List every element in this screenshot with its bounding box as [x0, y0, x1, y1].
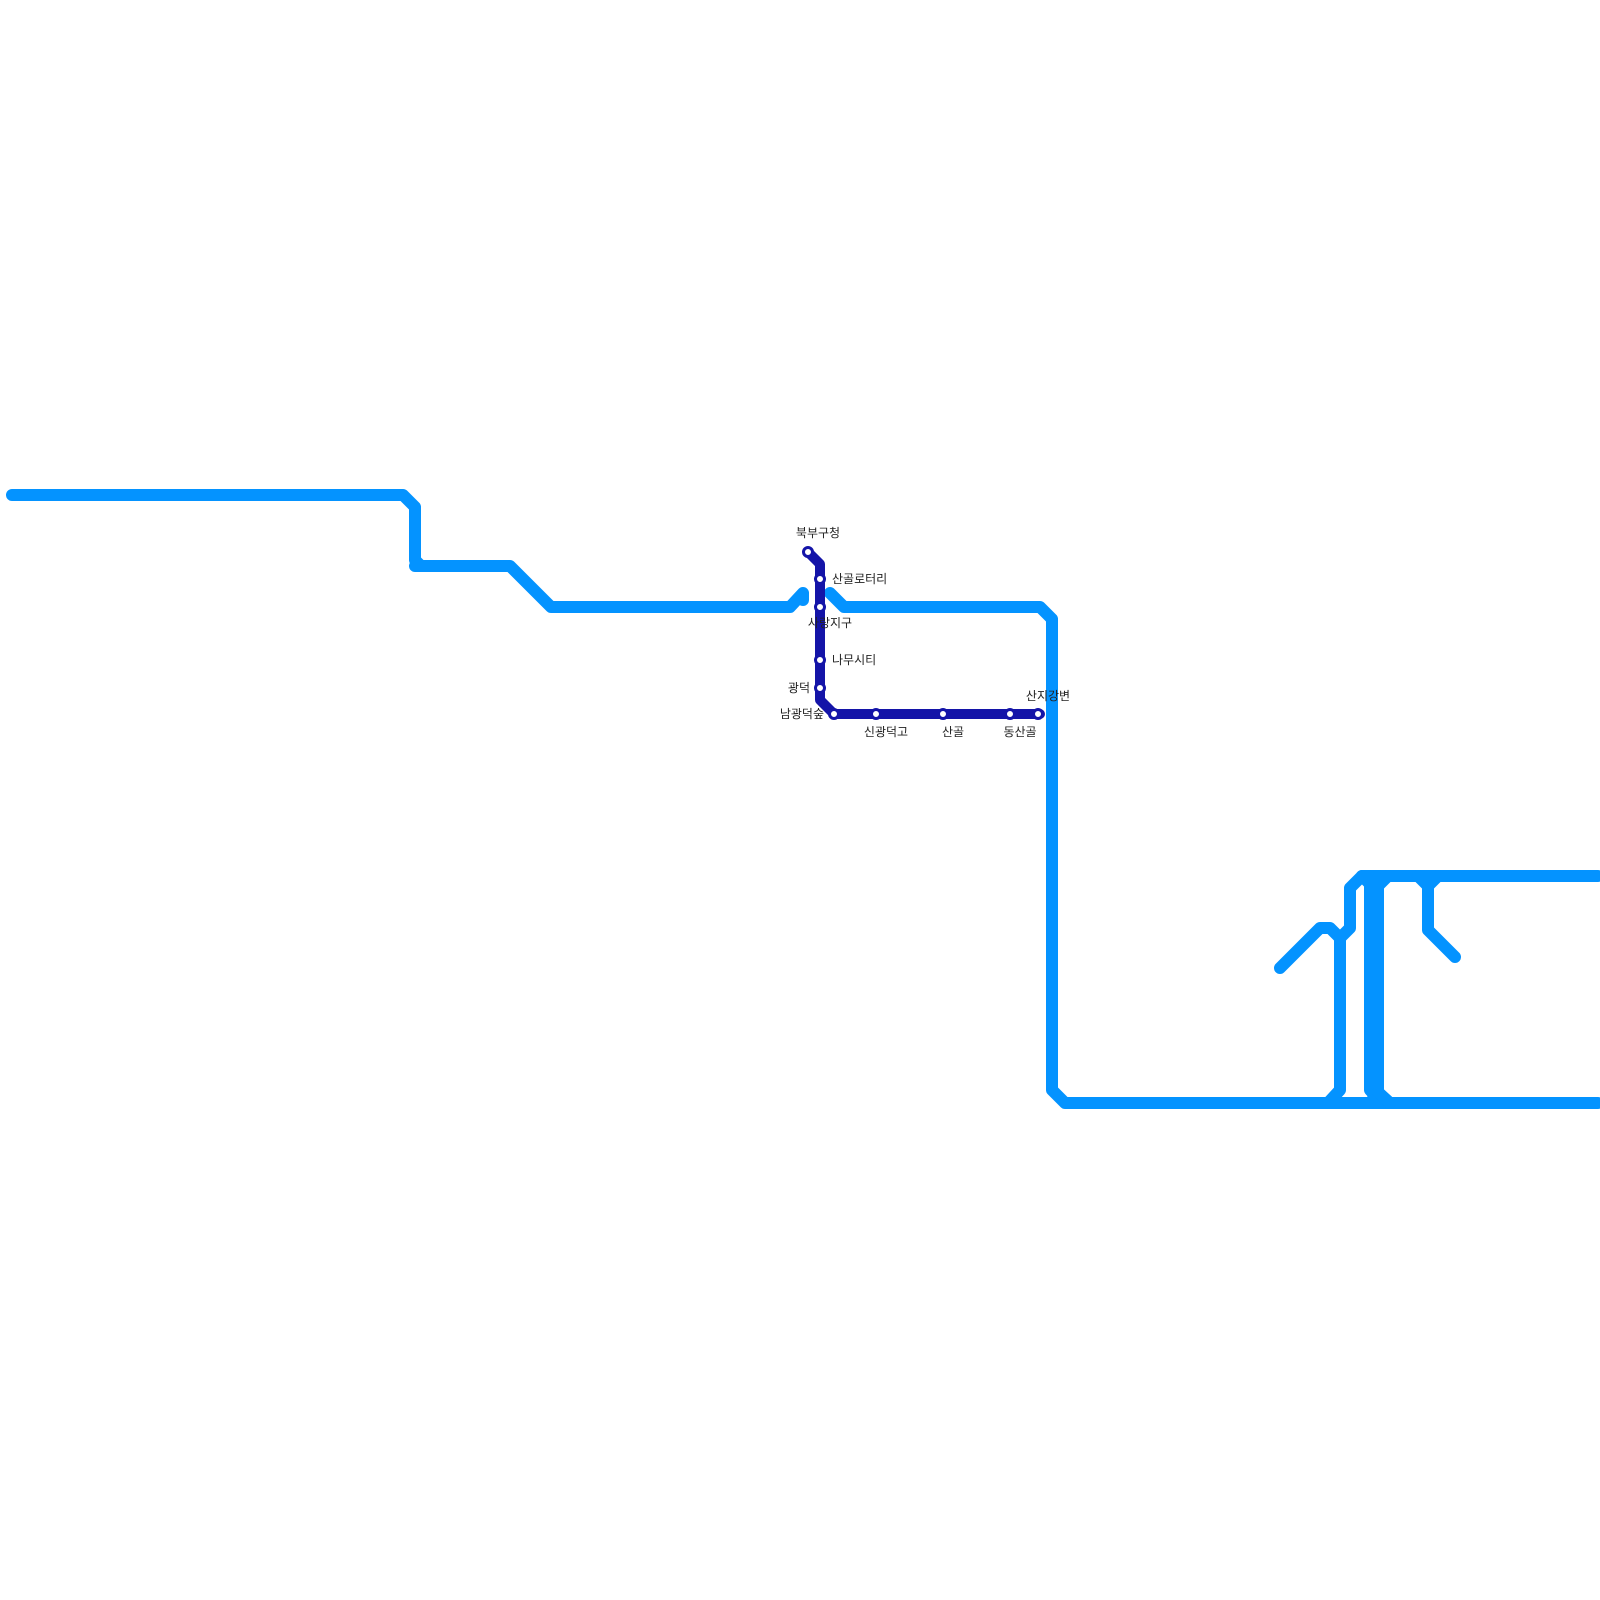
station-label-namgwangdeok-sup: 남광덕숲: [780, 707, 824, 721]
station-label-sanji-gangbyeon: 산지강변: [1026, 689, 1070, 703]
dark-blue-line[interactable]: [803, 547, 1045, 719]
station-label-namu-city: 나무시티: [832, 653, 876, 667]
station-label-singwangdeok-go: 신광덕고: [864, 725, 908, 739]
light-line-segment-branch-se[interactable]: [1412, 870, 1461, 963]
light-line-segment-stub3[interactable]: [1372, 1086, 1396, 1109]
light-line-segment-west[interactable]: [6, 489, 809, 613]
station-sangol-rotary[interactable]: [814, 573, 826, 585]
light-line-segment-east[interactable]: [824, 587, 1600, 1109]
station-label-sarang-jigu: 사랑지구: [808, 616, 852, 630]
station-label-dongsangol: 동산골: [1003, 725, 1036, 739]
station-bukbu-gucheong[interactable]: [802, 546, 814, 558]
station-singwangdeok-go[interactable]: [870, 708, 882, 720]
light-line-segment-branch-sw[interactable]: [1274, 922, 1346, 1109]
dark-line-route[interactable]: [803, 547, 1045, 719]
station-namgwangdeok-sup[interactable]: [828, 708, 840, 720]
station-gwangdeok[interactable]: [814, 682, 826, 694]
light-line-segment-mid2[interactable]: [1364, 870, 1394, 1109]
station-sangol[interactable]: [937, 708, 949, 720]
station-label-sangol-rotary: 산골로터리: [832, 572, 887, 586]
light-line-segment-stub4[interactable]: [1422, 870, 1444, 892]
station-label-bukbu-gucheong: 북부구청: [796, 526, 840, 540]
station-label-sangol: 산골: [942, 725, 964, 739]
stations: [802, 546, 1044, 720]
station-namu-city[interactable]: [814, 654, 826, 666]
station-label-gwangdeok: 광덕: [788, 681, 810, 695]
station-dongsangol[interactable]: [1004, 708, 1016, 720]
light-blue-line[interactable]: [6, 489, 1600, 1109]
station-sanji-gangbyeon[interactable]: [1032, 708, 1044, 720]
station-sarang-jigu[interactable]: [814, 601, 826, 613]
